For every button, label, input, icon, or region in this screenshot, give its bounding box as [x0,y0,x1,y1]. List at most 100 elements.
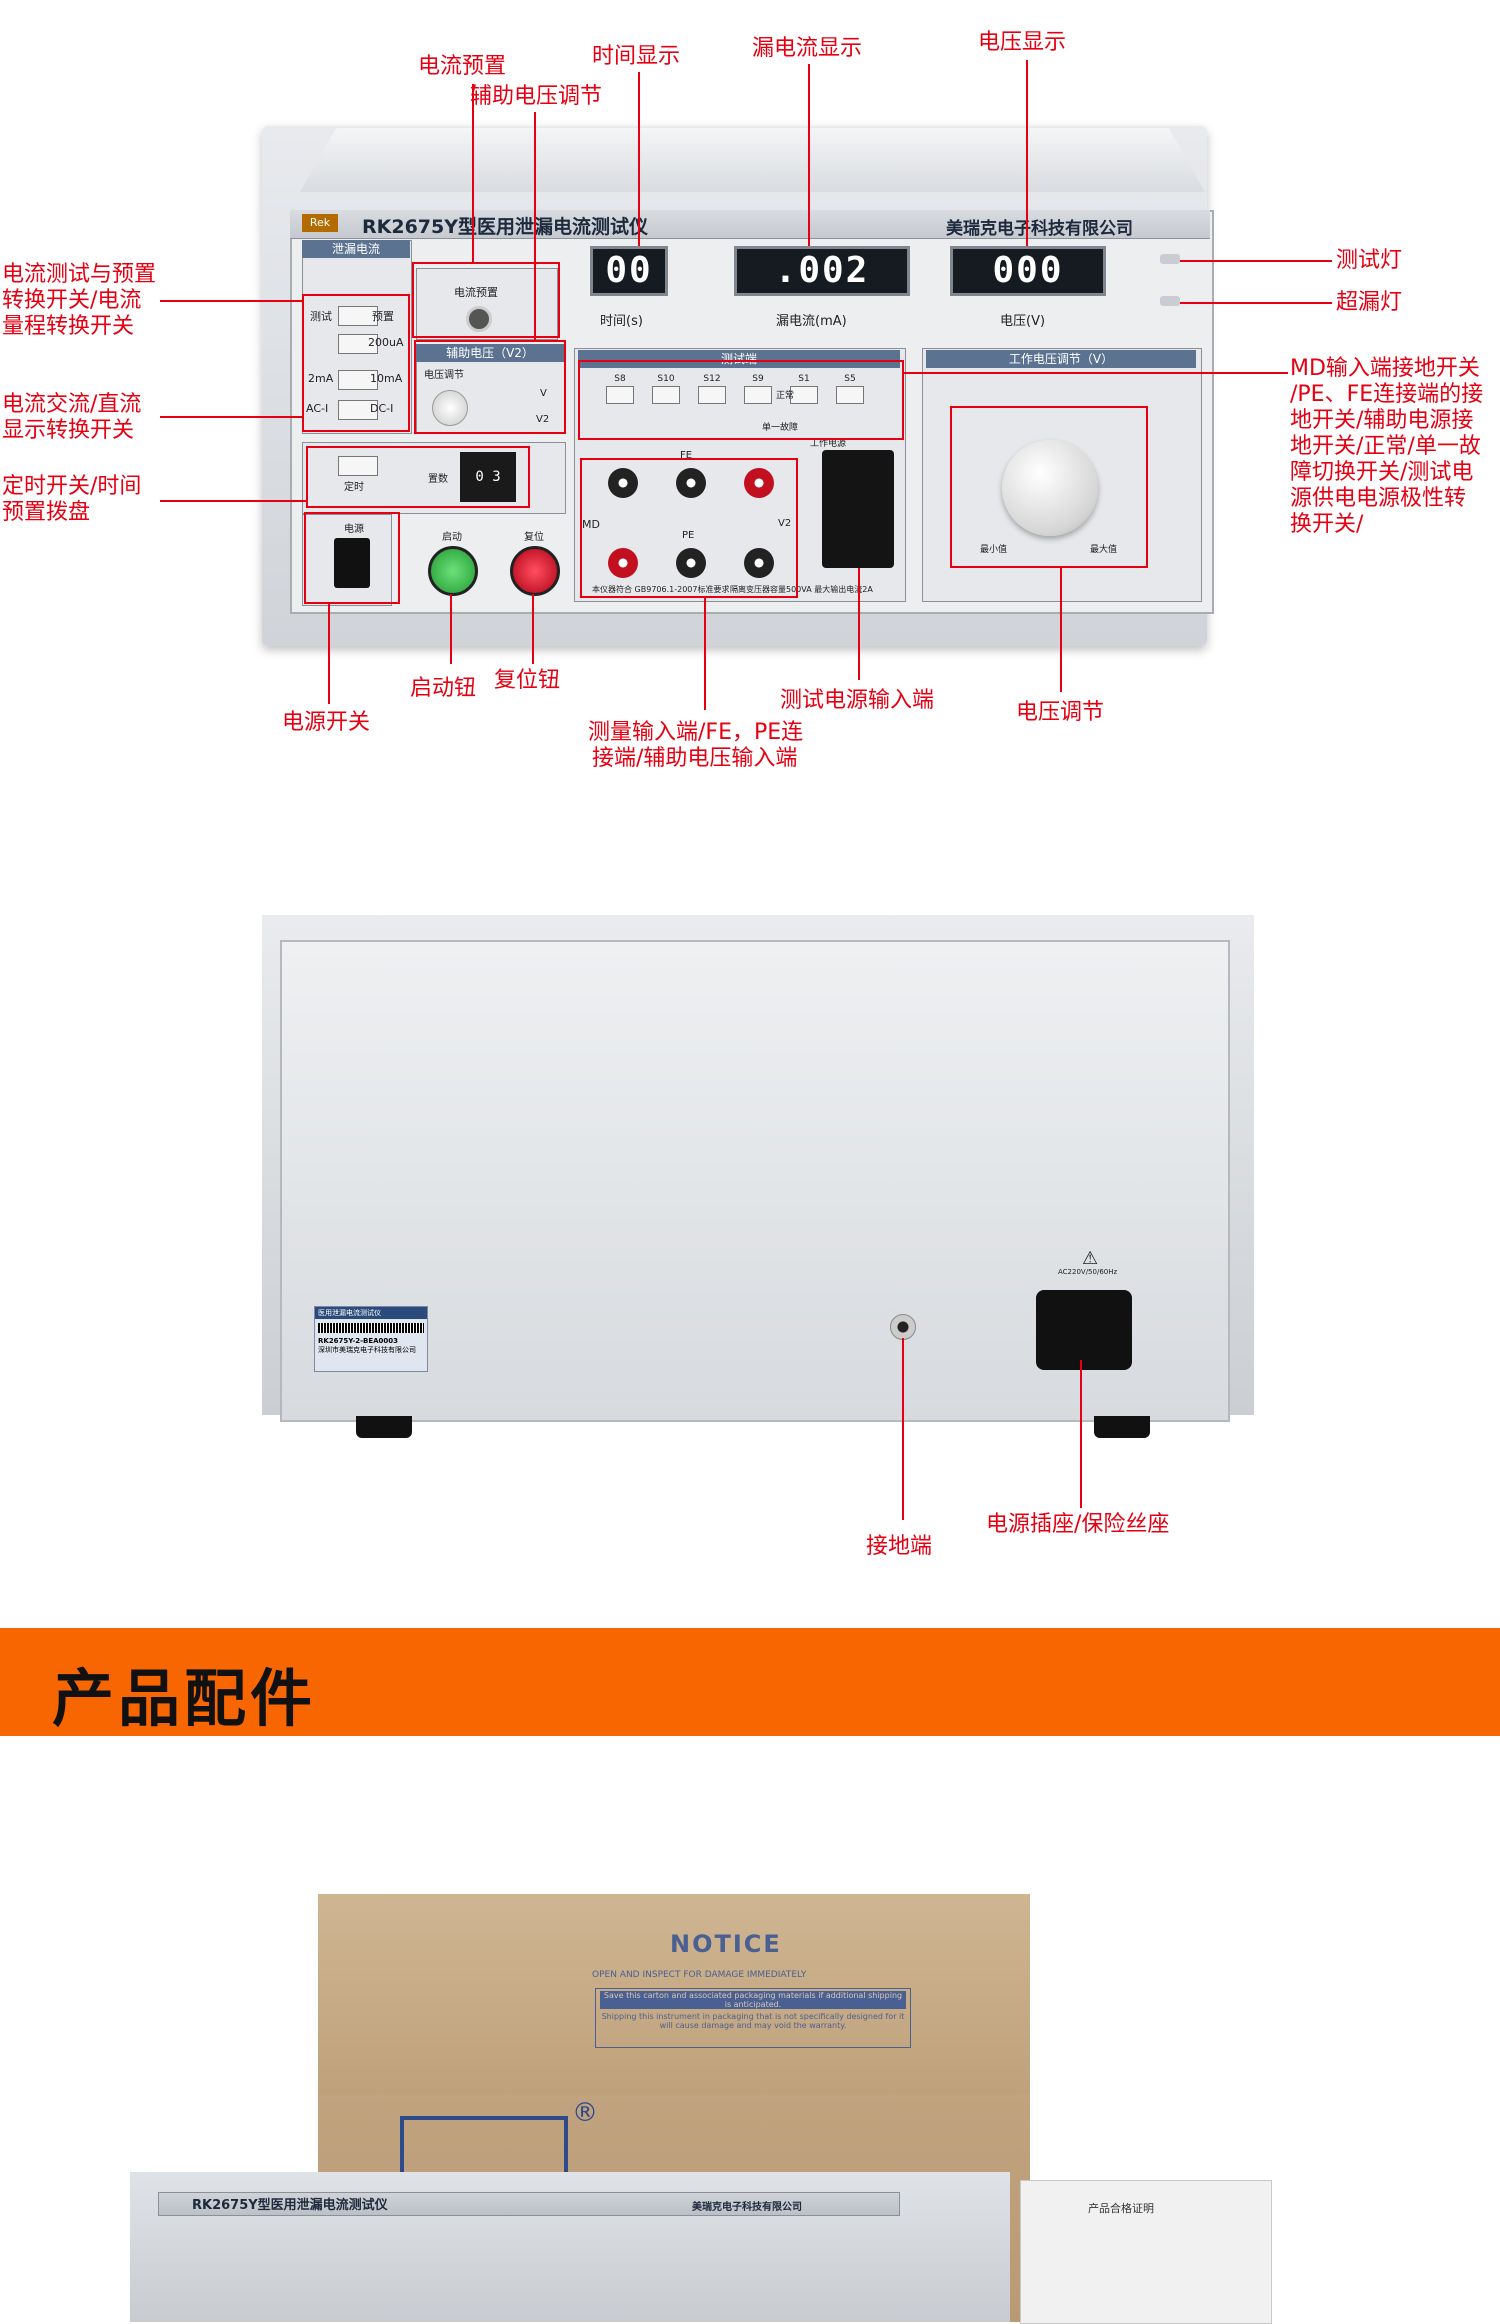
test-switch-key[interactable] [652,386,680,404]
rear-foot-right [1094,1416,1150,1438]
over-leak-lamp [1160,296,1180,306]
leak-display: .002 [734,246,910,296]
callout-current-switch-2: 转换开关/电流 [2,288,142,313]
label-min: 最小值 [980,545,1008,555]
highlight-leak-switches [302,294,410,432]
notice-box: Save this carton and associated packagin… [595,1988,911,2048]
section-banner [0,1628,1500,1736]
v2-jack-bottom[interactable] [744,548,774,578]
test-switch-label: S5 [844,374,856,384]
line-current-preset [472,84,474,262]
label-ac: AC-I [306,402,329,415]
model-title: RK2675Y型医用泄漏电流测试仪 [362,216,648,238]
label-power: 电源 [344,524,364,535]
callout-power-switch: 电源开关 [282,710,371,735]
line-reset-button [532,594,534,664]
line-timer [160,500,306,502]
test-switch-key[interactable] [606,386,634,404]
label-voltage-adjust: 电压调节 [424,370,464,381]
line-voltage-display [1026,60,1028,246]
callout-voltage-display: 电压显示 [978,30,1067,55]
callout-measure-input-1: 测量输入端/FE，PE连 [588,720,804,745]
callout-leak-display: 漏电流显示 [752,36,863,61]
test-switch-s8[interactable]: S8 [600,374,640,414]
test-switch-s1[interactable]: S1 [784,374,824,414]
line-over-leak-lamp [1180,302,1332,304]
timer-switch[interactable] [338,456,378,476]
highlight-voltage-knob [950,406,1148,568]
line-acdc [160,416,302,418]
test-preset-switch[interactable] [338,306,378,326]
rear-sticker: 医用泄漏电流测试仪 RK2675Y-2-BEA0003 深圳市美瑞克电子科技有限… [314,1306,428,1372]
line-measure-input [704,598,706,710]
power-switch[interactable] [334,538,370,588]
capacity-note: 隔离变压器容量500VA 最大输出电流2A [730,585,873,594]
current-preset-knob[interactable] [466,306,492,332]
test-switch-s12[interactable]: S12 [692,374,732,414]
std-note: 本仪器符合 GB9706.1-2007标准要求 [592,585,730,594]
callout-start-button: 启动钮 [410,676,477,701]
callout-md-switch-line: 地开关/辅助电源接 [1290,408,1474,433]
md-jack-top[interactable] [608,468,638,498]
aux-voltage-knob[interactable] [432,390,468,426]
label-reset: 复位 [524,532,544,543]
device-top-cover [300,128,1205,192]
label-2ma: 2mA [308,372,334,385]
label-max: 最大值 [1090,545,1118,555]
md-jack-bottom[interactable] [608,548,638,578]
test-switch-s10[interactable]: S10 [646,374,686,414]
test-switch-label: S9 [752,374,764,384]
aux-voltage-title: 辅助电压（V2） [416,344,564,362]
fe-jack[interactable] [676,468,706,498]
label-set: 置数 [428,474,448,485]
brand-logo: Rek [302,214,338,232]
range-2ma-10ma-switch[interactable] [338,370,378,390]
callout-md-switch-line: 源供电电源极性转 [1290,486,1467,511]
company-name: 美瑞克电子科技有限公司 [946,219,1133,239]
range-200ua-switch[interactable] [338,334,378,354]
ground-terminal[interactable] [890,1314,916,1340]
start-button[interactable] [428,546,478,596]
test-lamp [1160,254,1180,264]
notice-title: NOTICE [670,1930,782,1958]
timer-preset-dial[interactable]: 0 3 [460,452,516,502]
test-switch-s5[interactable]: S5 [830,374,870,414]
test-switch-s9[interactable]: S9 [738,374,778,414]
test-switch-label: S8 [614,374,626,384]
sticker-title: 医用泄漏电流测试仪 [315,1307,427,1319]
highlight-timer [306,446,530,508]
label-voltage: 电压(V) [1000,314,1046,329]
callout-current-switch-3: 量程转换开关 [2,314,135,339]
label-v2-jack: V2 [778,518,792,529]
test-switch-key[interactable] [790,386,818,404]
test-power-socket[interactable] [822,450,894,568]
carton-logo [400,2116,568,2180]
callout-acdc-1: 电流交流/直流 [2,392,142,417]
pe-jack[interactable] [676,548,706,578]
label-v2-aux: V2 [536,414,550,425]
callout-current-preset: 电流预置 [418,54,507,79]
notice-line-2: Shipping this instrument in packaging th… [601,2012,905,2030]
test-switch-key[interactable] [698,386,726,404]
certificate-card [1020,2180,1272,2324]
callout-test-power-input: 测试电源输入端 [780,688,935,713]
sticker-barcode [318,1323,424,1333]
line-ground-terminal [902,1338,904,1520]
work-voltage-knob[interactable] [1002,440,1098,536]
v2-jack-top[interactable] [744,468,774,498]
notice-line-1: Save this carton and associated packagin… [600,1991,906,2009]
test-switch-key[interactable] [744,386,772,404]
callout-md-switch-line: MD输入端接地开关 [1290,356,1480,381]
label-pe: PE [682,530,695,541]
label-leak: 漏电流(mA) [776,314,847,329]
label-start: 启动 [442,532,462,543]
reset-button[interactable] [510,546,560,596]
highlight-switch-row [578,360,904,440]
power-socket[interactable] [1036,1290,1132,1370]
line-test-power-input [858,568,860,680]
label-dc: DC-I [370,402,394,415]
label-current-preset: 电流预置 [454,286,498,299]
ac-dc-switch[interactable] [338,400,378,420]
test-switch-key[interactable] [836,386,864,404]
work-voltage-title: 工作电压调节（V） [926,350,1196,368]
